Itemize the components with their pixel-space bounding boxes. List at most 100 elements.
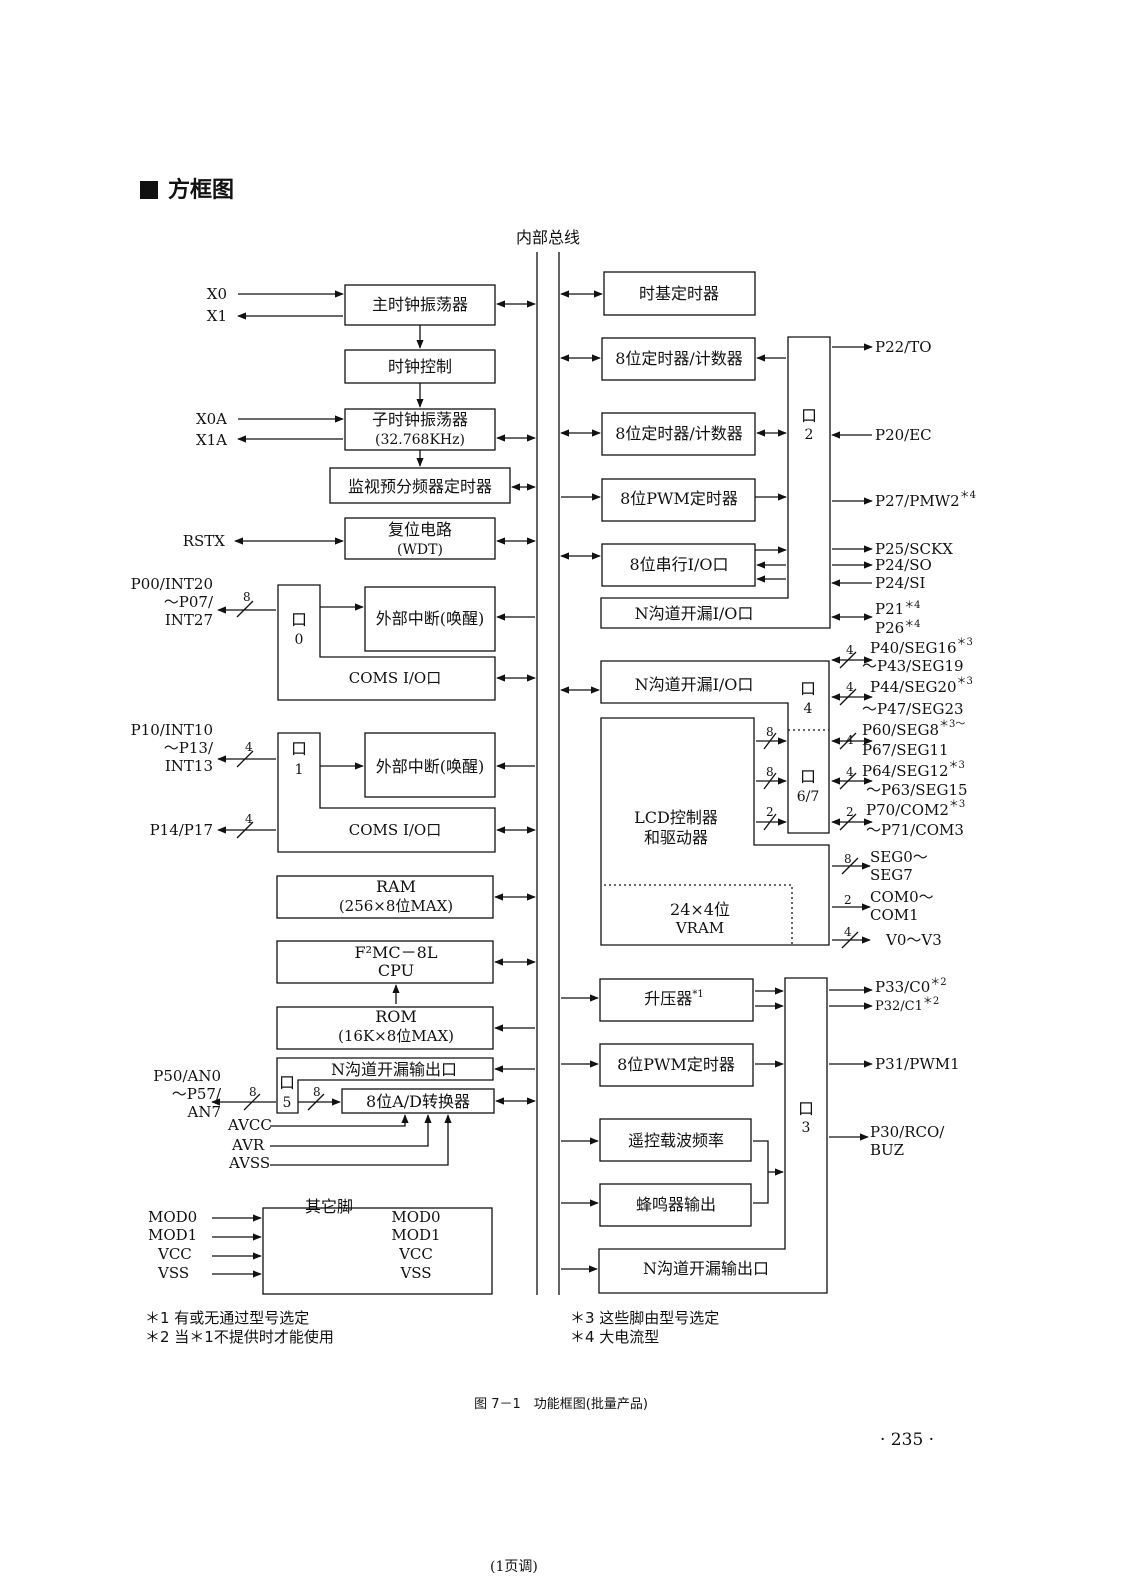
pin-p20: P20/EC	[875, 426, 932, 444]
pin-v0: V0～V3	[885, 931, 942, 949]
port5-outline	[276, 1057, 494, 1114]
pwm8-a-box	[601, 478, 756, 522]
port0-label: 口	[291, 610, 307, 629]
port1-num: 1	[295, 762, 304, 778]
port4-num: 4	[804, 701, 813, 717]
pin-x0a: X0A	[196, 410, 227, 428]
port2-outline	[600, 336, 831, 629]
other-pin-vcc: VCC	[398, 1245, 433, 1263]
pin-an7: AN7	[186, 1103, 221, 1121]
port4-label: 口	[800, 679, 816, 698]
pin-p26: P26＊4	[875, 619, 921, 637]
square-bullet-icon	[140, 181, 158, 199]
timebase-box	[603, 271, 756, 316]
pin-p31: P31/PWM1	[875, 1055, 960, 1073]
width-com: 2	[844, 893, 852, 907]
port1-label: 口	[291, 739, 307, 758]
pin-p13: ～P13/	[164, 739, 214, 757]
cpu-label: F²MC－8L	[355, 943, 438, 962]
buzzer-label: 蜂鸣器输出	[636, 1195, 716, 1214]
other-pin-mod0: MOD0	[391, 1208, 440, 1226]
pin-p32: P32/C1＊2	[875, 996, 939, 1014]
rom-size: (16K×8位MAX)	[338, 1027, 454, 1045]
pwm8-b-label: 8位PWM定时器	[617, 1055, 735, 1074]
pin-vcc: VCC	[157, 1245, 192, 1263]
pin-seg7: SEG7	[870, 866, 913, 884]
pin-int13: INT13	[165, 757, 213, 775]
width-p64: 4	[846, 765, 854, 779]
ram-label: RAM	[376, 877, 416, 896]
nch-io-2-label: N沟道开漏I/O口	[635, 604, 754, 623]
timebase-label: 时基定时器	[639, 284, 719, 303]
pin-avcc: AVCC	[227, 1116, 272, 1134]
timer8-b-box	[601, 412, 756, 456]
figure-caption: 图 7－1 功能框图(批量产品)	[474, 1397, 648, 1412]
other-pins-title: 其它脚	[305, 1197, 353, 1216]
pin-p50: P50/AN0	[153, 1067, 221, 1085]
pin-p57: ～P57/	[172, 1085, 222, 1103]
timer8-a-label: 8位定时器/计数器	[615, 349, 743, 368]
cpu-box	[276, 940, 494, 984]
pin-buz: BUZ	[870, 1141, 904, 1159]
pin-p25: P25/SCKX	[875, 540, 953, 558]
port3-num: 3	[802, 1120, 811, 1136]
width-p5-adc: 8	[313, 1085, 321, 1099]
port0-outline	[277, 584, 496, 701]
nch-io-4-label: N沟道开漏I/O口	[635, 675, 754, 694]
pin-p30: P30/RCO/	[870, 1123, 945, 1141]
lcd-label-2: 和驱动器	[644, 828, 708, 847]
footnote-2: ＊2 当＊1不提供时才能使用	[145, 1328, 334, 1346]
ram-size: (256×8位MAX)	[339, 897, 453, 915]
booster-label: 升压器*1	[644, 989, 703, 1008]
pin-p24si: P24/SI	[875, 574, 926, 592]
pin-mod0: MOD0	[148, 1208, 197, 1226]
pin-p07: ～P07/	[164, 593, 214, 611]
sub-osc-label: 子时钟振荡器	[372, 410, 468, 429]
remote-label: 遥控载波频率	[628, 1131, 724, 1150]
port2-label: 口	[801, 406, 817, 425]
reset-wdt: (WDT)	[397, 542, 443, 558]
pin-p44: P44/SEG20＊3	[870, 676, 973, 696]
pin-p00: P00/INT20	[131, 575, 213, 593]
pin-p47: ～P47/SEG23	[862, 700, 964, 718]
vram-size: 24×4位	[670, 900, 730, 919]
timer8-a-box	[601, 337, 756, 381]
width-v: 4	[844, 925, 852, 939]
other-pins-box	[262, 1207, 493, 1295]
pin-p70: P70/COM2＊3	[866, 799, 965, 819]
width-p40: 4	[846, 643, 854, 657]
nch-out-5-label: N沟道开漏输出口	[331, 1060, 457, 1079]
pin-p14: P14/P17	[150, 821, 213, 839]
pin-seg0: SEG0～	[870, 848, 928, 866]
pin-p63: ～P63/SEG15	[866, 781, 968, 799]
page-number: · 235 ·	[880, 1430, 935, 1450]
width-p0: 8	[243, 590, 251, 604]
pin-com1: COM1	[870, 906, 919, 924]
pin-x0: X0	[207, 285, 227, 303]
width-p70: 2	[846, 805, 854, 819]
main-osc-label: 主时钟振荡器	[372, 295, 468, 314]
pin-p21: P21＊4	[875, 600, 921, 618]
pwm8-b-box	[599, 1043, 754, 1087]
width-lcd-b: 8	[766, 765, 774, 779]
pin-p33: P33/C0＊2	[875, 977, 947, 996]
pin-p64: P64/SEG12＊3	[862, 760, 965, 780]
width-p5: 8	[249, 1085, 257, 1099]
remote-box	[599, 1118, 752, 1162]
other-pin-vss: VSS	[399, 1264, 431, 1282]
pin-int27: INT27	[165, 611, 213, 629]
port5-num: 5	[283, 1095, 292, 1111]
pin-vss: VSS	[157, 1264, 189, 1282]
pin-p24so: P24/SO	[875, 556, 932, 574]
pin-p67: P67/SEG11	[862, 741, 949, 759]
lcd-label: LCD控制器	[634, 808, 718, 827]
pin-p10: P10/INT10	[131, 721, 213, 739]
port4-outline	[600, 660, 830, 834]
port0-num: 0	[295, 632, 304, 648]
footer-text: (1页调)	[490, 1559, 538, 1575]
ram-box	[276, 875, 494, 919]
pin-p40: P40/SEG16＊3	[870, 637, 973, 657]
width-p14: 4	[245, 812, 253, 826]
pin-p43: ～P43/SEG19	[862, 657, 964, 675]
